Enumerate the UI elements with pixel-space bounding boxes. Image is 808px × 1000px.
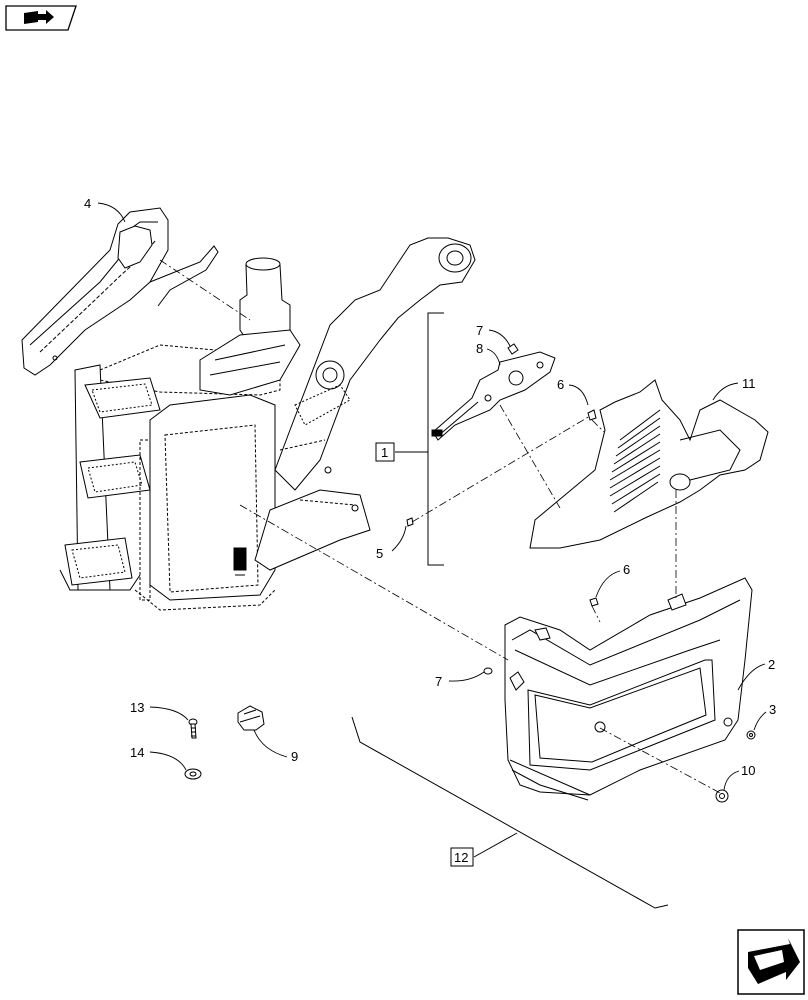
part-9-clip-nut <box>237 705 265 731</box>
boxed-label-12: 12 <box>450 847 474 867</box>
callout-11: 11 <box>742 376 756 391</box>
next-page-button[interactable] <box>737 929 805 995</box>
exhaust-pipe-right <box>274 237 476 491</box>
assembly-centerlines <box>159 259 723 795</box>
exhaust-assembly-left <box>21 207 476 611</box>
callout-3: 3 <box>769 702 776 717</box>
tailpipe <box>199 257 301 396</box>
boxed-label-1-text: 1 <box>381 445 388 460</box>
callout-2: 2 <box>768 657 775 672</box>
callout-7-top: 7 <box>476 323 483 338</box>
leader-lines <box>97 202 767 791</box>
callout-14: 14 <box>130 745 144 760</box>
part-3-nut <box>746 730 756 740</box>
callout-labels: 4 7 8 6 11 5 6 7 2 3 10 13 14 9 <box>84 196 776 778</box>
mounting-base <box>254 466 371 571</box>
callout-6-bottom: 6 <box>623 562 630 577</box>
boxed-label-12-text: 12 <box>454 850 468 865</box>
step-ladder <box>59 344 281 591</box>
part-2-side-panel <box>504 577 753 801</box>
part-11-side-shield <box>529 379 769 549</box>
callout-8: 8 <box>476 341 483 356</box>
callout-7-bottom: 7 <box>435 674 442 689</box>
top-nav-button[interactable] <box>5 5 77 31</box>
part-10-washer-bolt <box>715 789 729 803</box>
part-7-clip-bottom <box>483 667 493 675</box>
callout-10: 10 <box>741 763 755 778</box>
vent-grille <box>609 409 661 513</box>
part-14-washer <box>184 768 202 780</box>
part-7-clip-top <box>507 343 519 355</box>
part-5-screw <box>406 517 414 527</box>
callout-13: 13 <box>130 700 144 715</box>
part-8-bracket <box>431 351 556 441</box>
group-1-bracket <box>395 312 444 566</box>
callout-6-top: 6 <box>557 377 564 392</box>
book-arrow-icon <box>24 10 54 24</box>
callout-5: 5 <box>376 546 383 561</box>
callout-4: 4 <box>84 196 91 211</box>
part-6-clip-bottom <box>589 597 599 607</box>
part-6-clip-top <box>587 409 597 421</box>
next-page-arrow-icon <box>748 938 800 984</box>
callout-9: 9 <box>291 749 298 764</box>
boxed-label-1: 1 <box>375 442 395 462</box>
muffler <box>134 394 276 611</box>
group-12-line <box>351 716 669 909</box>
part-13-bolt <box>188 718 198 739</box>
part-4-handle-shield <box>21 207 219 376</box>
